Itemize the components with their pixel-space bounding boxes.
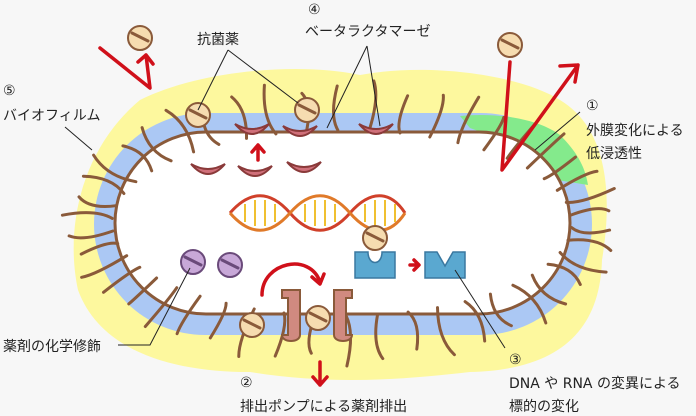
surface-fiber — [140, 126, 173, 163]
surface-fiber — [79, 241, 120, 256]
surface-fiber — [80, 254, 129, 279]
surface-fiber — [143, 286, 179, 328]
enzyme — [358, 123, 394, 135]
label-biofilm-number: ⑤ — [3, 83, 16, 99]
antibiotic-pill — [305, 305, 331, 331]
label-outer-line2: 低浸透性 — [586, 146, 642, 162]
antibiotic-pill — [127, 25, 153, 51]
surface-fiber — [436, 306, 456, 357]
label-chemical-modification: 薬剤の化学修飾 — [3, 339, 101, 355]
label-efflux: 排出ポンプによる薬剤排出 — [240, 399, 407, 415]
surface-fiber — [208, 301, 228, 340]
enzyme — [190, 163, 226, 175]
label-target-line2: 標的の変化 — [509, 398, 579, 415]
surface-fiber — [569, 207, 611, 217]
label-target-number: ③ — [509, 352, 522, 368]
antibiotic-pills — [127, 25, 523, 338]
beta-lactamase-enzymes — [190, 123, 394, 177]
surface-fiber — [428, 93, 445, 139]
surface-fiber — [558, 251, 608, 274]
surface-fiber — [525, 132, 566, 170]
surface-fiber — [127, 276, 159, 306]
label-outer-number: ① — [586, 98, 599, 114]
surface-fiber — [164, 108, 196, 154]
enzyme — [282, 125, 318, 137]
surface-fiber — [67, 229, 115, 240]
surface-fiber — [397, 94, 410, 135]
antibiotic-pill — [362, 225, 388, 251]
surface-fiber — [121, 144, 154, 173]
surface-fiber — [77, 195, 118, 208]
surface-fiber — [262, 83, 278, 136]
modified-antibiotic-pill — [217, 252, 243, 278]
surface-fiber — [406, 310, 420, 351]
surface-fiber — [570, 226, 612, 235]
surface-fiber — [564, 187, 616, 204]
red-arrows — [98, 46, 580, 387]
antibiotic-pill — [294, 97, 320, 123]
surface-fiber — [511, 283, 548, 325]
surface-fiber — [374, 313, 385, 361]
leader-lines — [64, 45, 581, 349]
surface-fiber — [367, 79, 378, 133]
surface-fiber — [102, 265, 142, 294]
efflux-pump — [280, 289, 354, 342]
original-target — [354, 251, 396, 279]
label-beta-lactamase: ベータラクタマーゼ — [305, 24, 430, 40]
label-outer-line1: 外膜変化による — [586, 122, 684, 139]
enzyme — [237, 165, 273, 177]
surface-fiber — [175, 294, 202, 336]
enzyme — [234, 123, 270, 135]
label-beta-number: ④ — [308, 2, 321, 18]
label-efflux-number: ② — [240, 375, 253, 391]
target-sites — [354, 251, 466, 279]
antibiotic-pill — [185, 102, 211, 128]
surface-fiber — [566, 238, 613, 252]
surface-fiber — [555, 169, 599, 192]
surface-fiber — [332, 84, 340, 132]
surface-fiber — [546, 262, 582, 286]
surface-fiber — [60, 211, 114, 220]
surface-fiber — [482, 115, 506, 152]
antibiotic-pill — [239, 312, 265, 338]
surface-fiber — [273, 311, 287, 358]
label-antibiotic: 抗菌薬 — [197, 32, 239, 48]
surface-fiber — [542, 155, 577, 181]
surface-fiber — [81, 174, 126, 195]
surface-fiber — [92, 153, 138, 184]
mutated-target — [424, 251, 466, 279]
surface-fiber — [456, 95, 481, 145]
surface-fiber — [530, 273, 568, 306]
surface-fiber — [463, 300, 487, 343]
antibiotic-pill — [497, 32, 523, 58]
modified-antibiotic-pill — [180, 249, 206, 275]
surface-fiber — [488, 292, 513, 328]
label-target-line1: DNA や RNA の変異による — [509, 375, 681, 392]
enzyme — [286, 161, 322, 173]
label-biofilm: バイオフィルム — [3, 108, 100, 124]
